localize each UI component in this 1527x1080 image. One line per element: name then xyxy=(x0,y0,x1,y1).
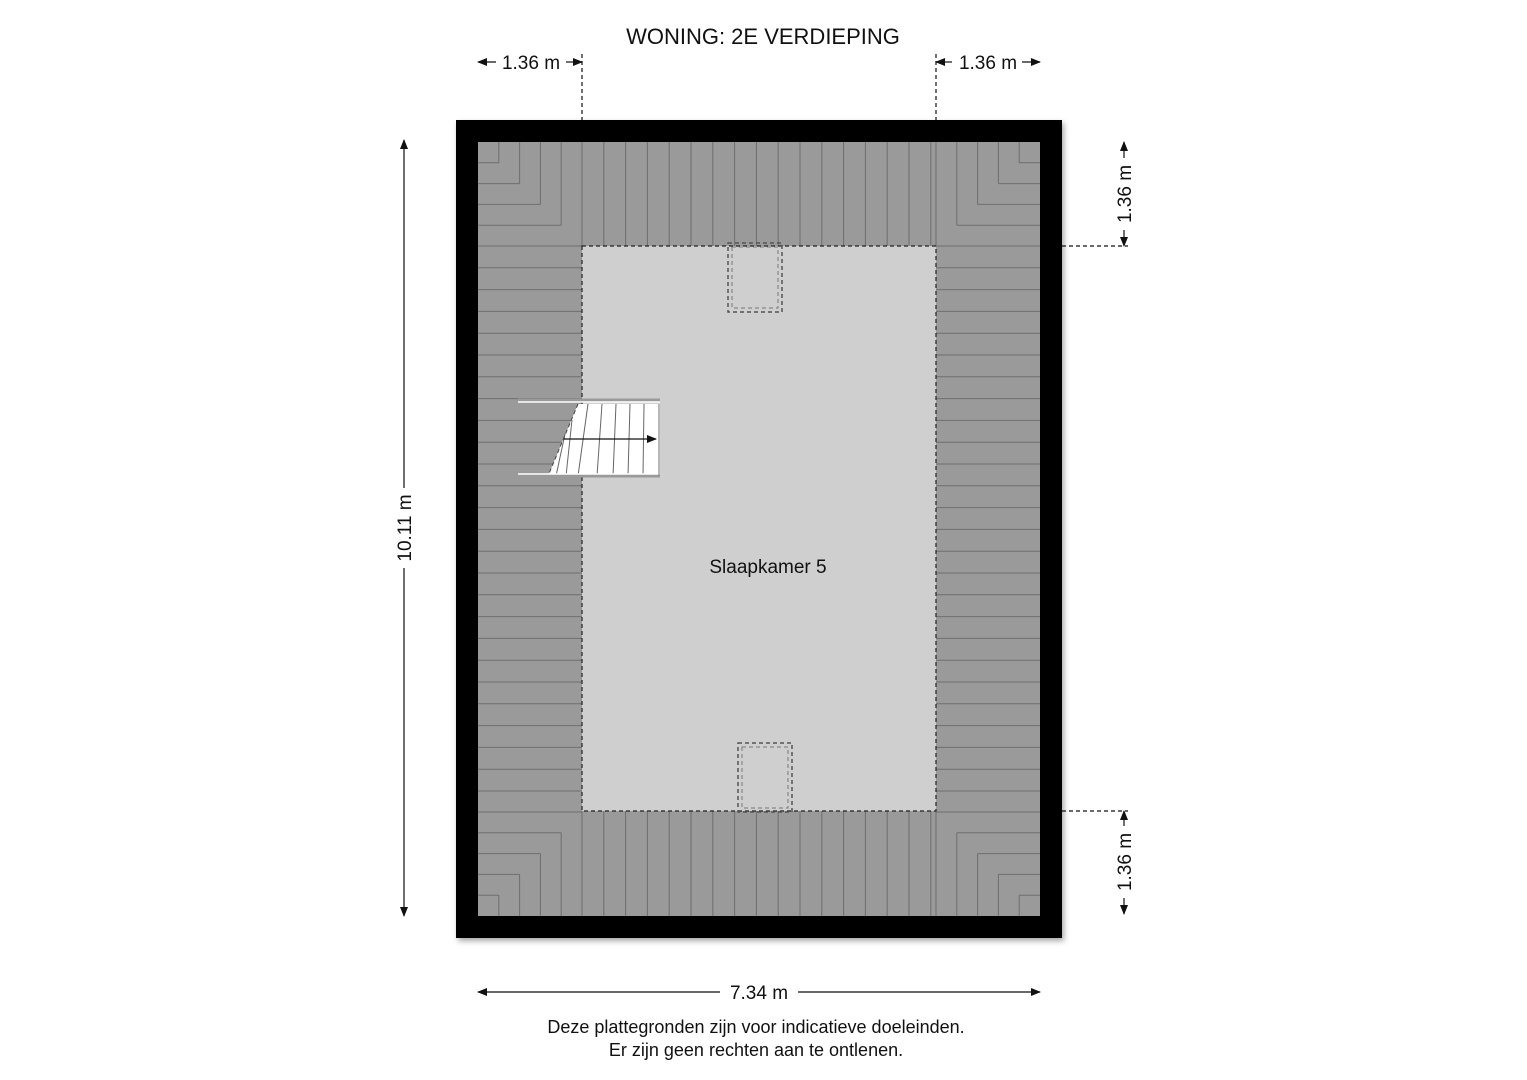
roof-slope-lines xyxy=(478,142,1040,916)
room-floor xyxy=(581,245,937,812)
dimension-total-height-label: 10.11 m xyxy=(395,494,416,561)
dimension-right-bottom: 1.36 m xyxy=(1062,810,1136,915)
dimension-top-right-label: 1.36 m xyxy=(959,53,1017,74)
staircase xyxy=(518,398,660,478)
dimension-total-width-label: 7.34 m xyxy=(730,983,788,1004)
dimension-top-right: 1.36 m xyxy=(935,53,1041,120)
skylight-top xyxy=(727,242,783,313)
dimension-total-width: 7.34 m xyxy=(477,983,1041,1004)
skylight-bottom xyxy=(737,742,793,813)
room-label: Slaapkamer 5 xyxy=(709,557,826,578)
dimension-right-top-label: 1.36 m xyxy=(1115,165,1136,223)
disclaimer-line-2: Er zijn geen rechten aan te ontlenen. xyxy=(609,1040,903,1060)
plan-title: WONING: 2E VERDIEPING xyxy=(626,24,900,49)
dimension-right-bottom-label: 1.36 m xyxy=(1115,833,1136,891)
dimension-total-height: 10.11 m xyxy=(395,139,416,917)
dimension-top-left: 1.36 m xyxy=(477,53,583,120)
dimension-right-top: 1.36 m xyxy=(1062,141,1136,247)
disclaimer-line-1: Deze plattegronden zijn voor indicatieve… xyxy=(547,1017,964,1037)
dimension-top-left-label: 1.36 m xyxy=(502,53,560,74)
